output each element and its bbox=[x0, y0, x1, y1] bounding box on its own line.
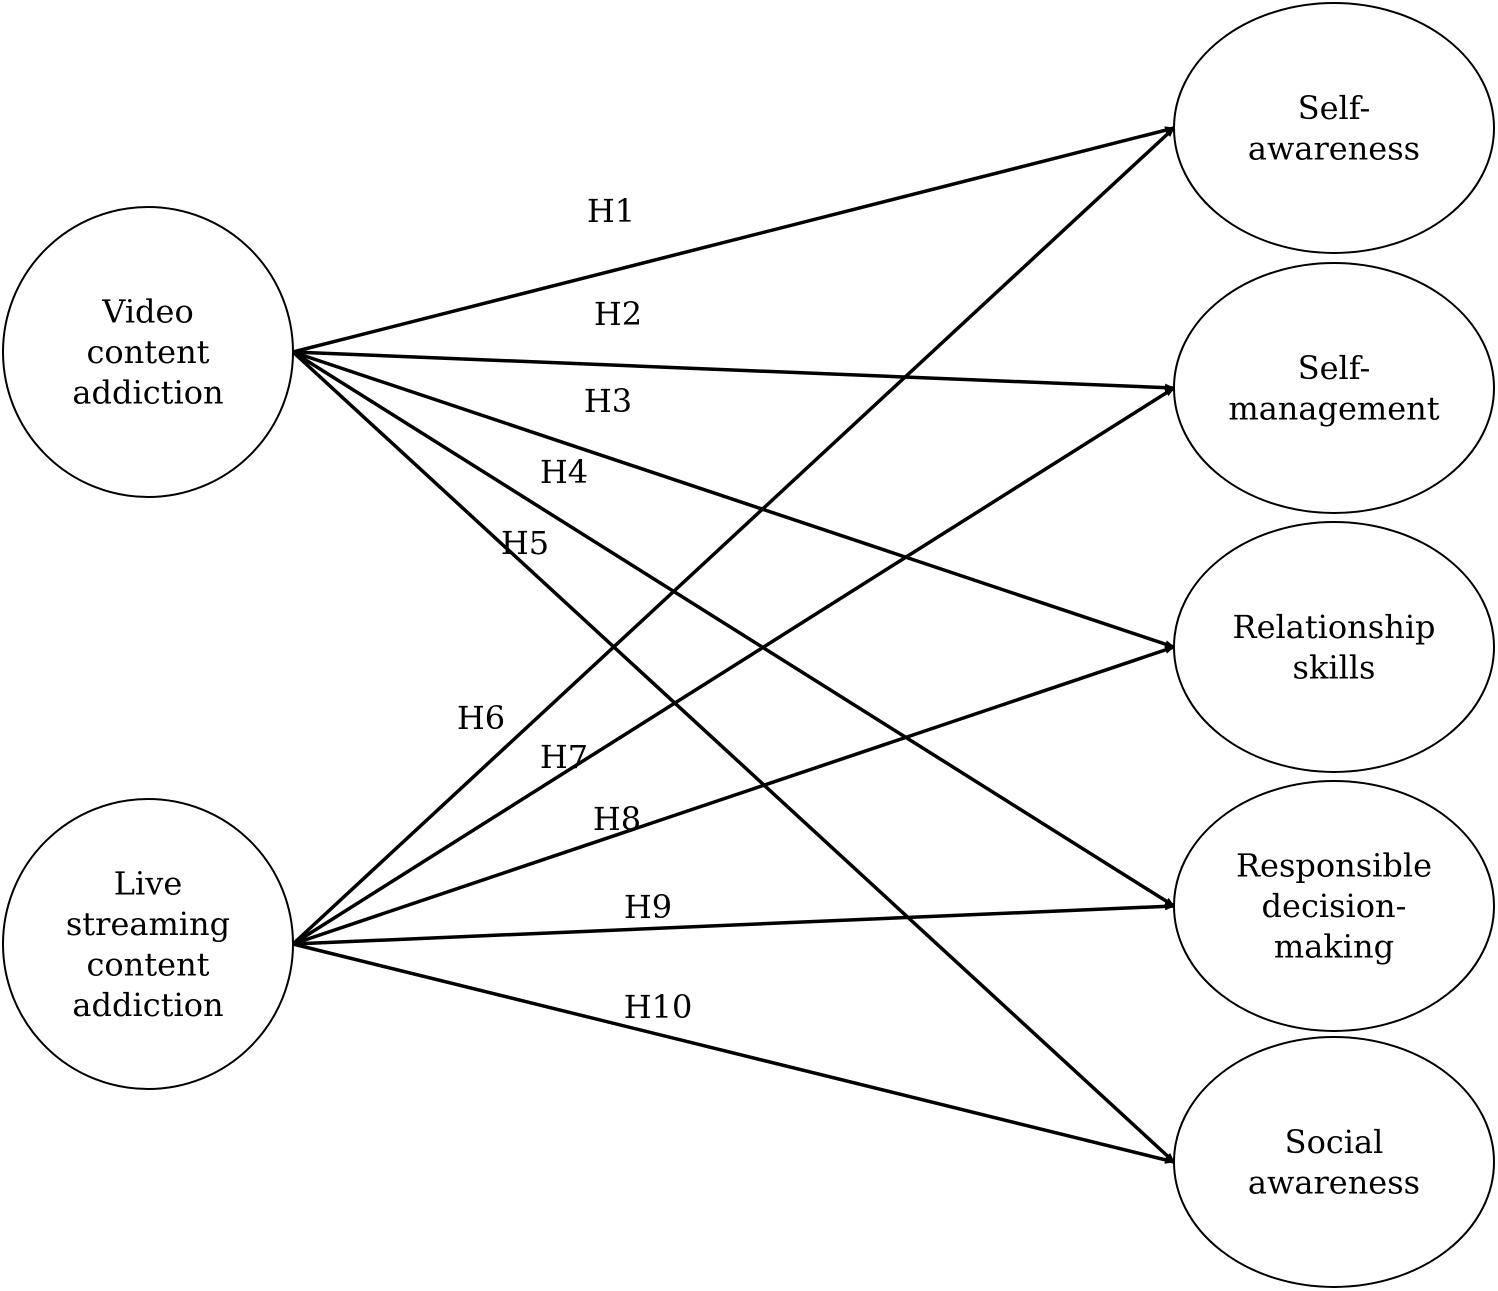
node-label-line: content bbox=[86, 945, 209, 983]
edge-label-h1: H1 bbox=[587, 192, 635, 230]
edge-h8 bbox=[292, 645, 1175, 946]
edge-label-h3: H3 bbox=[584, 382, 632, 420]
edge-label-h7: H7 bbox=[540, 738, 588, 776]
node-label-line: addiction bbox=[72, 374, 223, 412]
node-label-line: skills bbox=[1293, 648, 1376, 686]
node-shape bbox=[2, 206, 294, 498]
node-label-line: Relationship bbox=[1232, 608, 1435, 646]
node-label-line: making bbox=[1274, 928, 1394, 966]
node-label-line: awareness bbox=[1248, 1163, 1420, 1201]
edge-h7 bbox=[292, 386, 1175, 946]
node-shape bbox=[1173, 2, 1495, 254]
node-shape bbox=[1173, 780, 1495, 1032]
node-label-line: addiction bbox=[72, 986, 223, 1024]
edge-label-h10: H10 bbox=[624, 988, 693, 1026]
edge-h9 bbox=[292, 902, 1175, 946]
edges-layer bbox=[291, 126, 1176, 1164]
node-self-management: Self-management bbox=[1173, 262, 1495, 514]
edge-h10 bbox=[292, 942, 1175, 1164]
node-label-line: Self- bbox=[1298, 89, 1371, 127]
node-label-line: Live bbox=[114, 864, 183, 902]
node-label-line: content bbox=[86, 333, 209, 371]
node-self-awareness: Self-awareness bbox=[1173, 2, 1495, 254]
node-label-line: Responsible bbox=[1236, 847, 1432, 885]
node-label-line: Social bbox=[1285, 1123, 1384, 1161]
node-label-line: streaming bbox=[66, 905, 230, 943]
edge-h1 bbox=[292, 126, 1175, 354]
edge-label-h4: H4 bbox=[540, 453, 588, 491]
edge-label-h6: H6 bbox=[457, 699, 505, 737]
edge-label-h8: H8 bbox=[593, 800, 641, 838]
node-label-line: management bbox=[1228, 389, 1439, 427]
edge-h3 bbox=[292, 350, 1175, 649]
node-label-line: Video bbox=[101, 293, 193, 331]
edge-label-h9: H9 bbox=[624, 888, 672, 926]
edge-h5 bbox=[291, 350, 1176, 1164]
edge-label-h5: H5 bbox=[501, 524, 549, 562]
node-shape bbox=[1173, 521, 1495, 773]
edge-h6 bbox=[291, 126, 1176, 946]
node-shape bbox=[1173, 1036, 1495, 1288]
edge-h4 bbox=[292, 350, 1175, 908]
edge-h2 bbox=[292, 350, 1175, 392]
node-label-line: Self- bbox=[1298, 349, 1371, 387]
node-shape bbox=[1173, 262, 1495, 514]
node-shape bbox=[2, 798, 294, 1090]
edge-label-h2: H2 bbox=[594, 295, 642, 333]
node-label-line: awareness bbox=[1248, 129, 1420, 167]
node-label-line: decision- bbox=[1262, 887, 1407, 925]
